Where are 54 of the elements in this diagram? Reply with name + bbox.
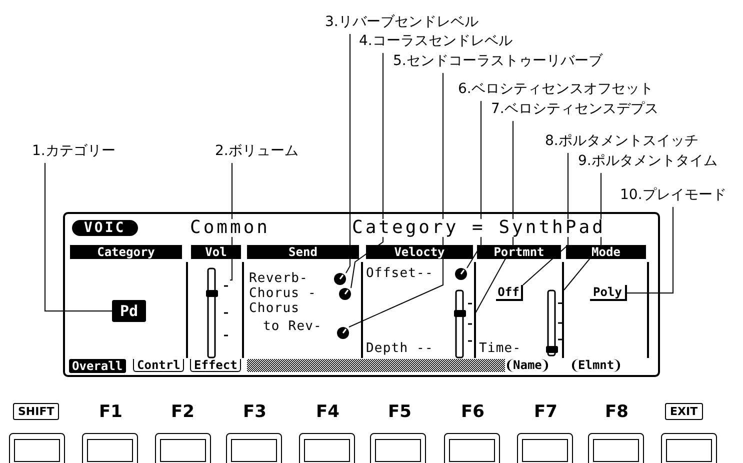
slider-icon: [454, 290, 474, 358]
leader-line: [348, 72, 444, 328]
leader-line: [44, 162, 112, 312]
leader-line: [626, 206, 674, 294]
parameter-label: Offset--: [366, 267, 434, 281]
callout-label: 6.ベロシティセンスオフセット: [458, 81, 654, 98]
key-label: F8: [605, 403, 628, 421]
leader-line: [346, 34, 350, 274]
parameter-value: Off: [496, 285, 523, 301]
column-header: Velocty: [366, 245, 473, 259]
tab: Effect: [190, 359, 242, 372]
callout-label: 7.ベロシティセンスデプス: [491, 101, 658, 118]
column-header: Portmnt: [477, 245, 561, 259]
key-label: F4: [316, 403, 340, 421]
callout-label: 4.コーラスセンドレベル: [359, 33, 512, 50]
slider-icon: [546, 290, 564, 356]
callout-label: 8.ポルタメントスイッチ: [545, 133, 698, 150]
category-value: Pd: [112, 300, 146, 322]
parameter-label: Depth --: [366, 342, 434, 356]
parameter-label: Chorus: [249, 302, 300, 316]
knob-icon: [337, 327, 349, 339]
soft-button: Name: [507, 359, 548, 372]
callout-label: 10.プレイモード: [620, 187, 726, 204]
callout-label: 3.リバーブセンドレベル: [325, 14, 478, 31]
column-header: Send: [247, 245, 359, 259]
parameter-label: to Rev-: [263, 320, 322, 334]
selected-tab: Overall: [69, 359, 126, 373]
parameter-label: Reverb-: [249, 272, 308, 286]
tab: Contrl: [133, 359, 184, 372]
column-header: Vol: [191, 245, 241, 259]
mode-badge: VOIC: [72, 220, 138, 236]
soft-button: Elmnt: [572, 359, 620, 372]
leader-line: [466, 100, 482, 268]
callout-label: 2.ボリューム: [215, 143, 298, 160]
slider-icon: [206, 268, 230, 358]
key-label: EXIT: [665, 403, 703, 420]
key-label: F1: [99, 403, 122, 421]
key-label: F2: [171, 403, 194, 421]
key-label: F7: [534, 403, 558, 421]
parameter-label: Time-: [479, 342, 522, 356]
key-label: F5: [388, 403, 412, 421]
callout-label: 1.カテゴリー: [32, 143, 116, 160]
column-header: Mode: [566, 245, 646, 259]
parameter-label: Chorus -: [249, 287, 316, 301]
parameter-value: Poly: [590, 285, 627, 301]
key-label: SHIFT: [13, 403, 60, 420]
callout-label: 5.センドコーラストゥーリバーブ: [393, 53, 602, 70]
callout-label: 9.ポルタメントタイム: [578, 153, 718, 170]
knob-icon: [334, 273, 346, 285]
key-label: F3: [243, 403, 266, 421]
column-header: Category: [70, 245, 182, 259]
key-label: F6: [461, 403, 484, 421]
knob-icon: [339, 288, 351, 300]
knob-icon: [455, 268, 467, 280]
